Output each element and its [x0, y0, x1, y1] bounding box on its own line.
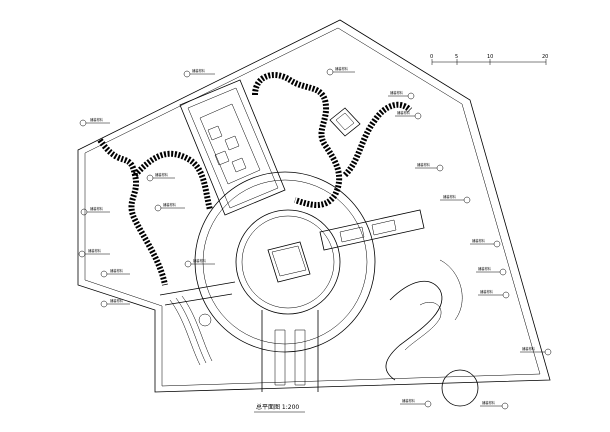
callout-label: 铺装材料 [155, 172, 169, 177]
callout-label: 铺装材料 [193, 258, 207, 263]
scale-bar: 0 5 10 20 [430, 54, 548, 65]
callout-label: 铺装材料 [482, 400, 496, 405]
east-planters [319, 209, 425, 251]
site-boundary-inner [84, 27, 541, 387]
pergola-court [179, 79, 286, 216]
callout-label: 铺装材料 [192, 68, 206, 73]
callout-label: 铺装材料 [335, 66, 349, 71]
scale-tick-0: 0 [430, 54, 433, 60]
south-entrance-walk [261, 310, 319, 392]
callout-label: 铺装材料 [417, 162, 431, 167]
callout-labels: 铺装材料 铺装材料 铺装材料 铺装材料 铺装材料 铺装材料 铺装材料 铺装材料 … [88, 66, 536, 405]
callout-label: 铺装材料 [478, 266, 492, 271]
callout-label: 铺装材料 [522, 346, 536, 351]
callout-label: 铺装材料 [402, 398, 416, 403]
callout-label: 铺装材料 [397, 110, 411, 115]
callout-label: 铺装材料 [480, 289, 494, 294]
callout-label: 铺装材料 [443, 194, 457, 199]
callout-label: 铺装材料 [88, 248, 102, 253]
top-curved-path [252, 72, 413, 208]
callout-label: 铺装材料 [472, 238, 486, 243]
southeast-curved-feature [385, 259, 479, 407]
callout-label: 铺装材料 [110, 268, 124, 273]
west-walk [159, 281, 236, 306]
callout-label: 铺装材料 [90, 206, 104, 211]
callout-label: 铺装材料 [390, 90, 404, 95]
site-boundary [77, 19, 551, 393]
scale-tick-5: 5 [455, 54, 458, 60]
central-plaza [194, 171, 376, 353]
callout-label: 铺装材料 [90, 117, 104, 122]
pavilion [329, 107, 361, 137]
west-circle [198, 313, 212, 327]
scale-tick-10: 10 [487, 54, 493, 60]
callout-leaders [78, 68, 552, 410]
southwest-steps [169, 295, 213, 366]
left-curved-path [97, 138, 213, 286]
plan-title: 总平面图 1:200 [256, 403, 299, 411]
callout-label: 铺装材料 [110, 298, 124, 303]
scale-tick-20: 20 [542, 54, 548, 60]
callout-label: 铺装材料 [163, 202, 177, 207]
